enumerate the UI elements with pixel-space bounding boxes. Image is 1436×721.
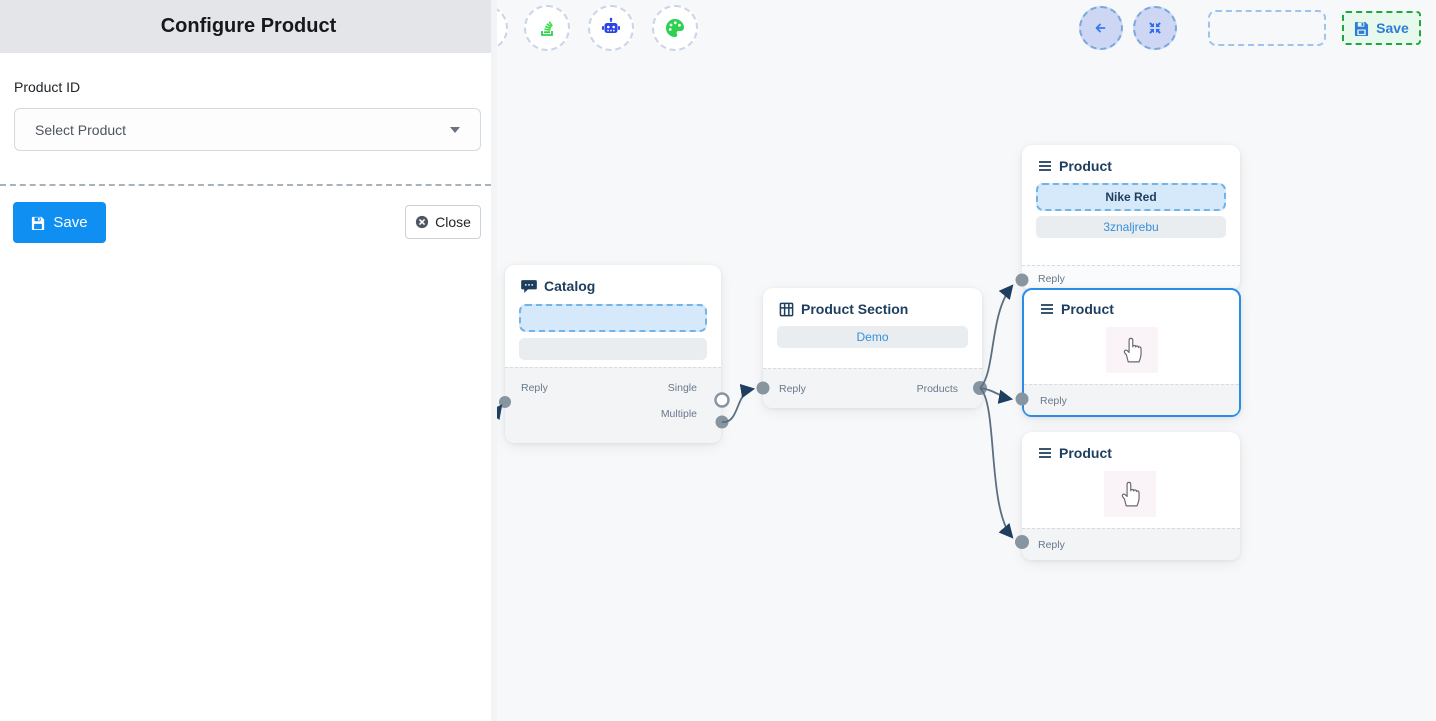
node-catalog[interactable]: Catalog Reply Single Multiple: [505, 265, 721, 443]
hand-cursor-icon: [1106, 327, 1158, 373]
node-product-top[interactable]: Product Nike Red 3znaljrebu Reply: [1022, 145, 1240, 290]
arrow-left-icon: [1092, 19, 1110, 37]
edge-products-to-bottom: [979, 387, 1014, 539]
single-port-label: Single: [667, 382, 697, 394]
node-title: Product: [1059, 445, 1112, 461]
node-product-bottom[interactable]: Product Reply: [1022, 432, 1240, 560]
node-product-section[interactable]: Product Section Demo Reply Products: [763, 288, 982, 408]
toolbar-button-theme[interactable]: [652, 5, 698, 51]
save-icon: [1354, 21, 1369, 36]
stack-icon: [536, 17, 558, 39]
node-title: Catalog: [544, 278, 596, 294]
edge-products-to-middle: [979, 387, 1014, 404]
hand-cursor-icon: [1104, 471, 1156, 517]
toolbar-button-partial[interactable]: [497, 5, 508, 51]
canvas-save-button[interactable]: Save: [1342, 11, 1421, 45]
save-icon: [31, 216, 45, 230]
products-port-label: Products: [916, 383, 958, 395]
reply-port-label: Reply: [1038, 539, 1065, 551]
fit-view-icon: [1147, 20, 1163, 36]
palette-icon: [663, 16, 687, 40]
reply-port-label: Reply: [521, 382, 548, 394]
multiple-port-label: Multiple: [660, 408, 697, 420]
section-item-label: Demo: [856, 330, 889, 344]
close-button[interactable]: Close: [405, 205, 481, 239]
menu-icon: [1038, 160, 1052, 172]
close-button-label: Close: [435, 214, 471, 230]
canvas-save-label: Save: [1376, 20, 1409, 36]
product-id-value: 3znaljrebu: [1103, 220, 1159, 234]
flow-canvas[interactable]: Save Catalog Reply Single Multiple: [497, 0, 1436, 721]
catalog-selection-field[interactable]: [519, 304, 707, 332]
reply-port-label: Reply: [779, 383, 806, 395]
edge-multiple-to-section: [721, 383, 756, 423]
save-button[interactable]: Save: [13, 202, 106, 243]
page-title: Configure Product: [160, 15, 337, 37]
edge-into-catalog: [497, 404, 503, 421]
node-product-middle[interactable]: Product Reply: [1022, 288, 1241, 417]
configure-product-panel: Configure Product Product ID Select Prod…: [0, 0, 497, 721]
edge-products-to-top: [979, 284, 1014, 389]
catalog-secondary-field[interactable]: [519, 338, 707, 360]
back-button[interactable]: [1079, 6, 1123, 50]
panel-scrollbar[interactable]: [491, 0, 497, 721]
panel-header: Configure Product: [0, 0, 497, 53]
product-select-placeholder: Select Product: [35, 121, 127, 138]
empty-action-slot[interactable]: [1208, 10, 1326, 46]
reply-port-label: Reply: [1040, 394, 1067, 407]
toolbar-button-bot[interactable]: [588, 5, 634, 51]
toolbar-button-flows[interactable]: [524, 5, 570, 51]
divider: [0, 184, 491, 186]
product-select[interactable]: Select Product: [14, 108, 481, 151]
save-button-label: Save: [53, 214, 88, 231]
robot-icon: [599, 16, 623, 40]
node-title: Product: [1059, 158, 1112, 174]
section-item-button[interactable]: Demo: [777, 326, 968, 348]
fit-view-button[interactable]: [1133, 6, 1177, 50]
product-id-field[interactable]: 3znaljrebu: [1036, 216, 1226, 238]
product-id-label: Product ID: [14, 79, 81, 95]
reply-port-label: Reply: [1038, 272, 1065, 285]
chevron-down-icon: [450, 126, 460, 133]
close-icon: [415, 215, 429, 229]
menu-icon: [1038, 447, 1052, 459]
table-grid-icon: [779, 302, 794, 317]
node-title: Product Section: [801, 301, 909, 317]
chat-bubble-icon: [521, 279, 537, 294]
selected-product-field[interactable]: Nike Red: [1036, 183, 1226, 211]
selected-product-label: Nike Red: [1105, 190, 1157, 204]
menu-icon: [1040, 303, 1054, 315]
node-title: Product: [1061, 301, 1114, 317]
